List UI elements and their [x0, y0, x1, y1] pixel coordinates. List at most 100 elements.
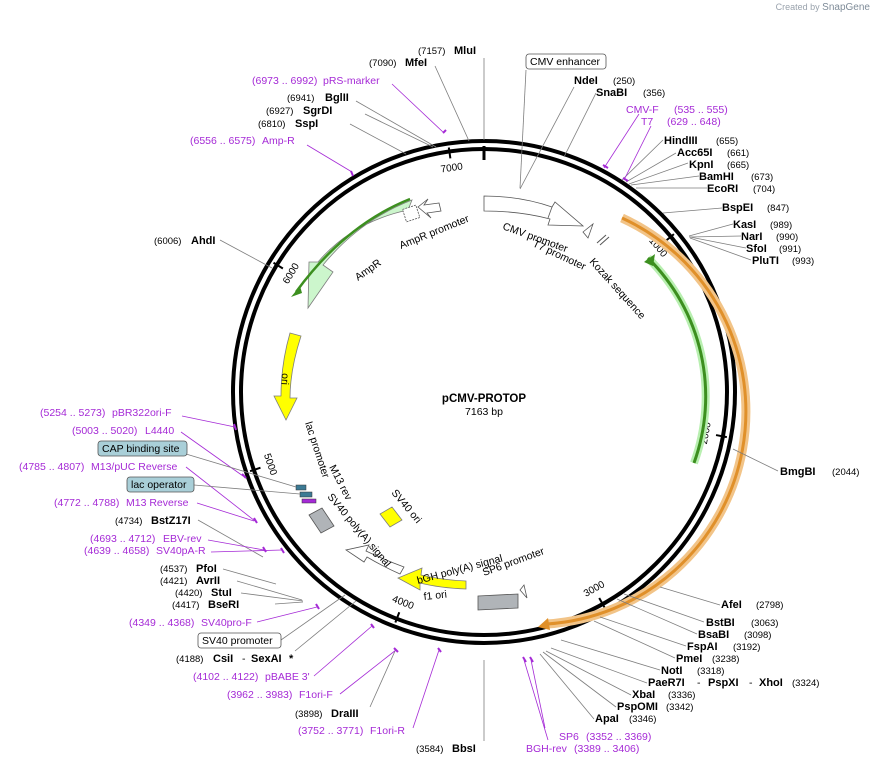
cmv-f-range: (535 .. 555): [674, 104, 728, 116]
cap-binding-mark: [295, 484, 307, 491]
pfoi-name: PfoI: [196, 563, 217, 575]
primer-labels: (6973 .. 6992) pRS-marker (6556 .. 6575)…: [19, 75, 728, 755]
lac-operator-label: lac operator: [131, 479, 187, 491]
label-ori: ori: [278, 373, 291, 385]
bsabi-pos: (3098): [744, 630, 771, 641]
pbr322ori-f-name: pBR322ori-F: [112, 407, 172, 419]
l4440-range: (5003 .. 5020): [72, 425, 137, 437]
bamhi-name: BamHI: [699, 171, 734, 183]
mlui-name: MluI: [454, 45, 476, 57]
pspomi-pos: (3342): [666, 702, 693, 713]
bbsi-name: BbsI: [452, 743, 476, 755]
bglii-name: BglII: [325, 92, 349, 104]
pluti-name: PluTI: [752, 255, 779, 267]
orf-highlight: [546, 213, 751, 629]
pbabe3-range: (4102 .. 4122): [193, 671, 258, 683]
tick-mark: [272, 261, 284, 270]
inner-orf-arrow-head: [644, 254, 655, 266]
ampr-promoter-box: [401, 204, 421, 223]
m13-rev-mark: [301, 498, 317, 504]
orf-arrow: [546, 216, 748, 626]
cmv-promoter-arrow: [483, 195, 585, 227]
label-f1-ori: f1 ori: [423, 589, 447, 603]
avrii-name: AvrII: [196, 575, 220, 587]
tick-label: 5000: [261, 452, 279, 477]
bmgbi-name: BmgBI: [780, 466, 815, 478]
cap-binding-label: CAP binding site: [102, 443, 180, 455]
csii-sep: -: [242, 653, 246, 665]
sv40-promoter-box: [197, 632, 282, 649]
noti-pos: (3318): [697, 666, 724, 677]
sp6-mark: [519, 584, 528, 599]
ori-arrow: [273, 332, 302, 421]
bspei-pos: (847): [767, 203, 789, 214]
apai-pos: (3346): [629, 714, 656, 725]
f1ori-f-name: F1ori-F: [299, 689, 333, 701]
sv40pa-r-range: (4639 .. 4658): [84, 545, 149, 557]
sexai-star: *: [289, 653, 294, 665]
f1ori-r-name: F1ori-R: [370, 725, 405, 737]
ampr-promoter-arrow: [417, 198, 442, 219]
brand-created-by: Created by: [775, 2, 820, 12]
draiii-pos: (3898): [295, 709, 322, 720]
pluti-pos: (993): [792, 256, 814, 267]
sv40pa-r-name: SV40pA-R: [156, 545, 206, 557]
bgh-rev-name: BGH-rev: [526, 743, 568, 755]
pmei-pos: (3238): [712, 654, 739, 665]
pfoi-pos: (4537): [160, 564, 187, 575]
acc65i-name: Acc65I: [677, 147, 712, 159]
paer7i-pos: (3324): [792, 678, 819, 689]
label-ampr: AmpR: [353, 257, 384, 284]
paer7i-sep2: -: [749, 677, 753, 689]
csii-pos: (4188): [176, 654, 203, 665]
sv40pro-f-range: (4349 .. 4368): [129, 617, 194, 629]
acc65i-pos: (661): [727, 148, 749, 159]
cmv-enhancer-label: CMV enhancer: [530, 56, 601, 68]
cmv-enhancer-box: [525, 53, 607, 70]
bstbi-pos: (3063): [751, 618, 778, 629]
sgrdi-name: SgrDI: [303, 105, 332, 117]
bspei-name: BspEI: [722, 202, 753, 214]
pbr322ori-f-range: (5254 .. 5273): [40, 407, 105, 419]
bsabi-name: BsaBI: [698, 629, 729, 641]
primer-leaders: [180, 83, 652, 741]
kasi-name: KasI: [733, 219, 756, 231]
tick-label: 3000: [582, 579, 607, 600]
pspomi-name: PspOMI: [617, 701, 658, 713]
hindiii-name: HindIII: [664, 135, 698, 147]
tick-mark: [715, 434, 728, 439]
bseri-name: BseRI: [208, 599, 239, 611]
paer7i-name: PaeR7I: [648, 677, 685, 689]
sp6-range: (3352 .. 3369): [586, 731, 651, 743]
lac-operator-leader: [193, 484, 301, 495]
amp-r-name: Amp-R: [262, 135, 295, 147]
sp6-name: SP6: [559, 731, 579, 743]
m13-reverse-name: M13 Reverse: [126, 497, 189, 509]
pmei-name: PmeI: [676, 653, 702, 665]
paer7i-sep1: -: [697, 677, 701, 689]
tick-mark: [249, 466, 261, 473]
sfoi-name: SfoI: [746, 243, 767, 255]
bglii-pos: (6941): [287, 93, 314, 104]
m13-puc-rev-name: M13/pUC Reverse: [91, 461, 178, 473]
draiii-name: DraIII: [331, 708, 359, 720]
bstz17i-pos: (4734): [115, 516, 142, 527]
ahdi-name: AhdI: [191, 235, 215, 247]
prs-marker-range: (6973 .. 6992): [252, 75, 317, 87]
snabi-name: SnaBI: [596, 87, 627, 99]
bstbi-name: BstBI: [706, 617, 735, 629]
sv40-grey-box: [308, 507, 335, 534]
snapgene-brand: Created by SnapGene: [776, 2, 870, 13]
xbai-pos: (3336): [668, 690, 695, 701]
ebv-rev-name: EBV-rev: [163, 533, 202, 545]
sv40pro-f-name: SV40pro-F: [201, 617, 252, 629]
sfoi-pos: (991): [779, 244, 801, 255]
cmv-f-name: CMV-F: [626, 104, 659, 116]
f1ori-f-range: (3962 .. 3983): [227, 689, 292, 701]
afei-pos: (2798): [756, 600, 783, 611]
kpni-name: KpnI: [689, 159, 713, 171]
t7-promoter-mark: [582, 222, 594, 239]
ampr-arrow: [307, 199, 413, 310]
l4440-name: L4440: [145, 425, 174, 437]
avrii-pos: (4421): [160, 576, 187, 587]
